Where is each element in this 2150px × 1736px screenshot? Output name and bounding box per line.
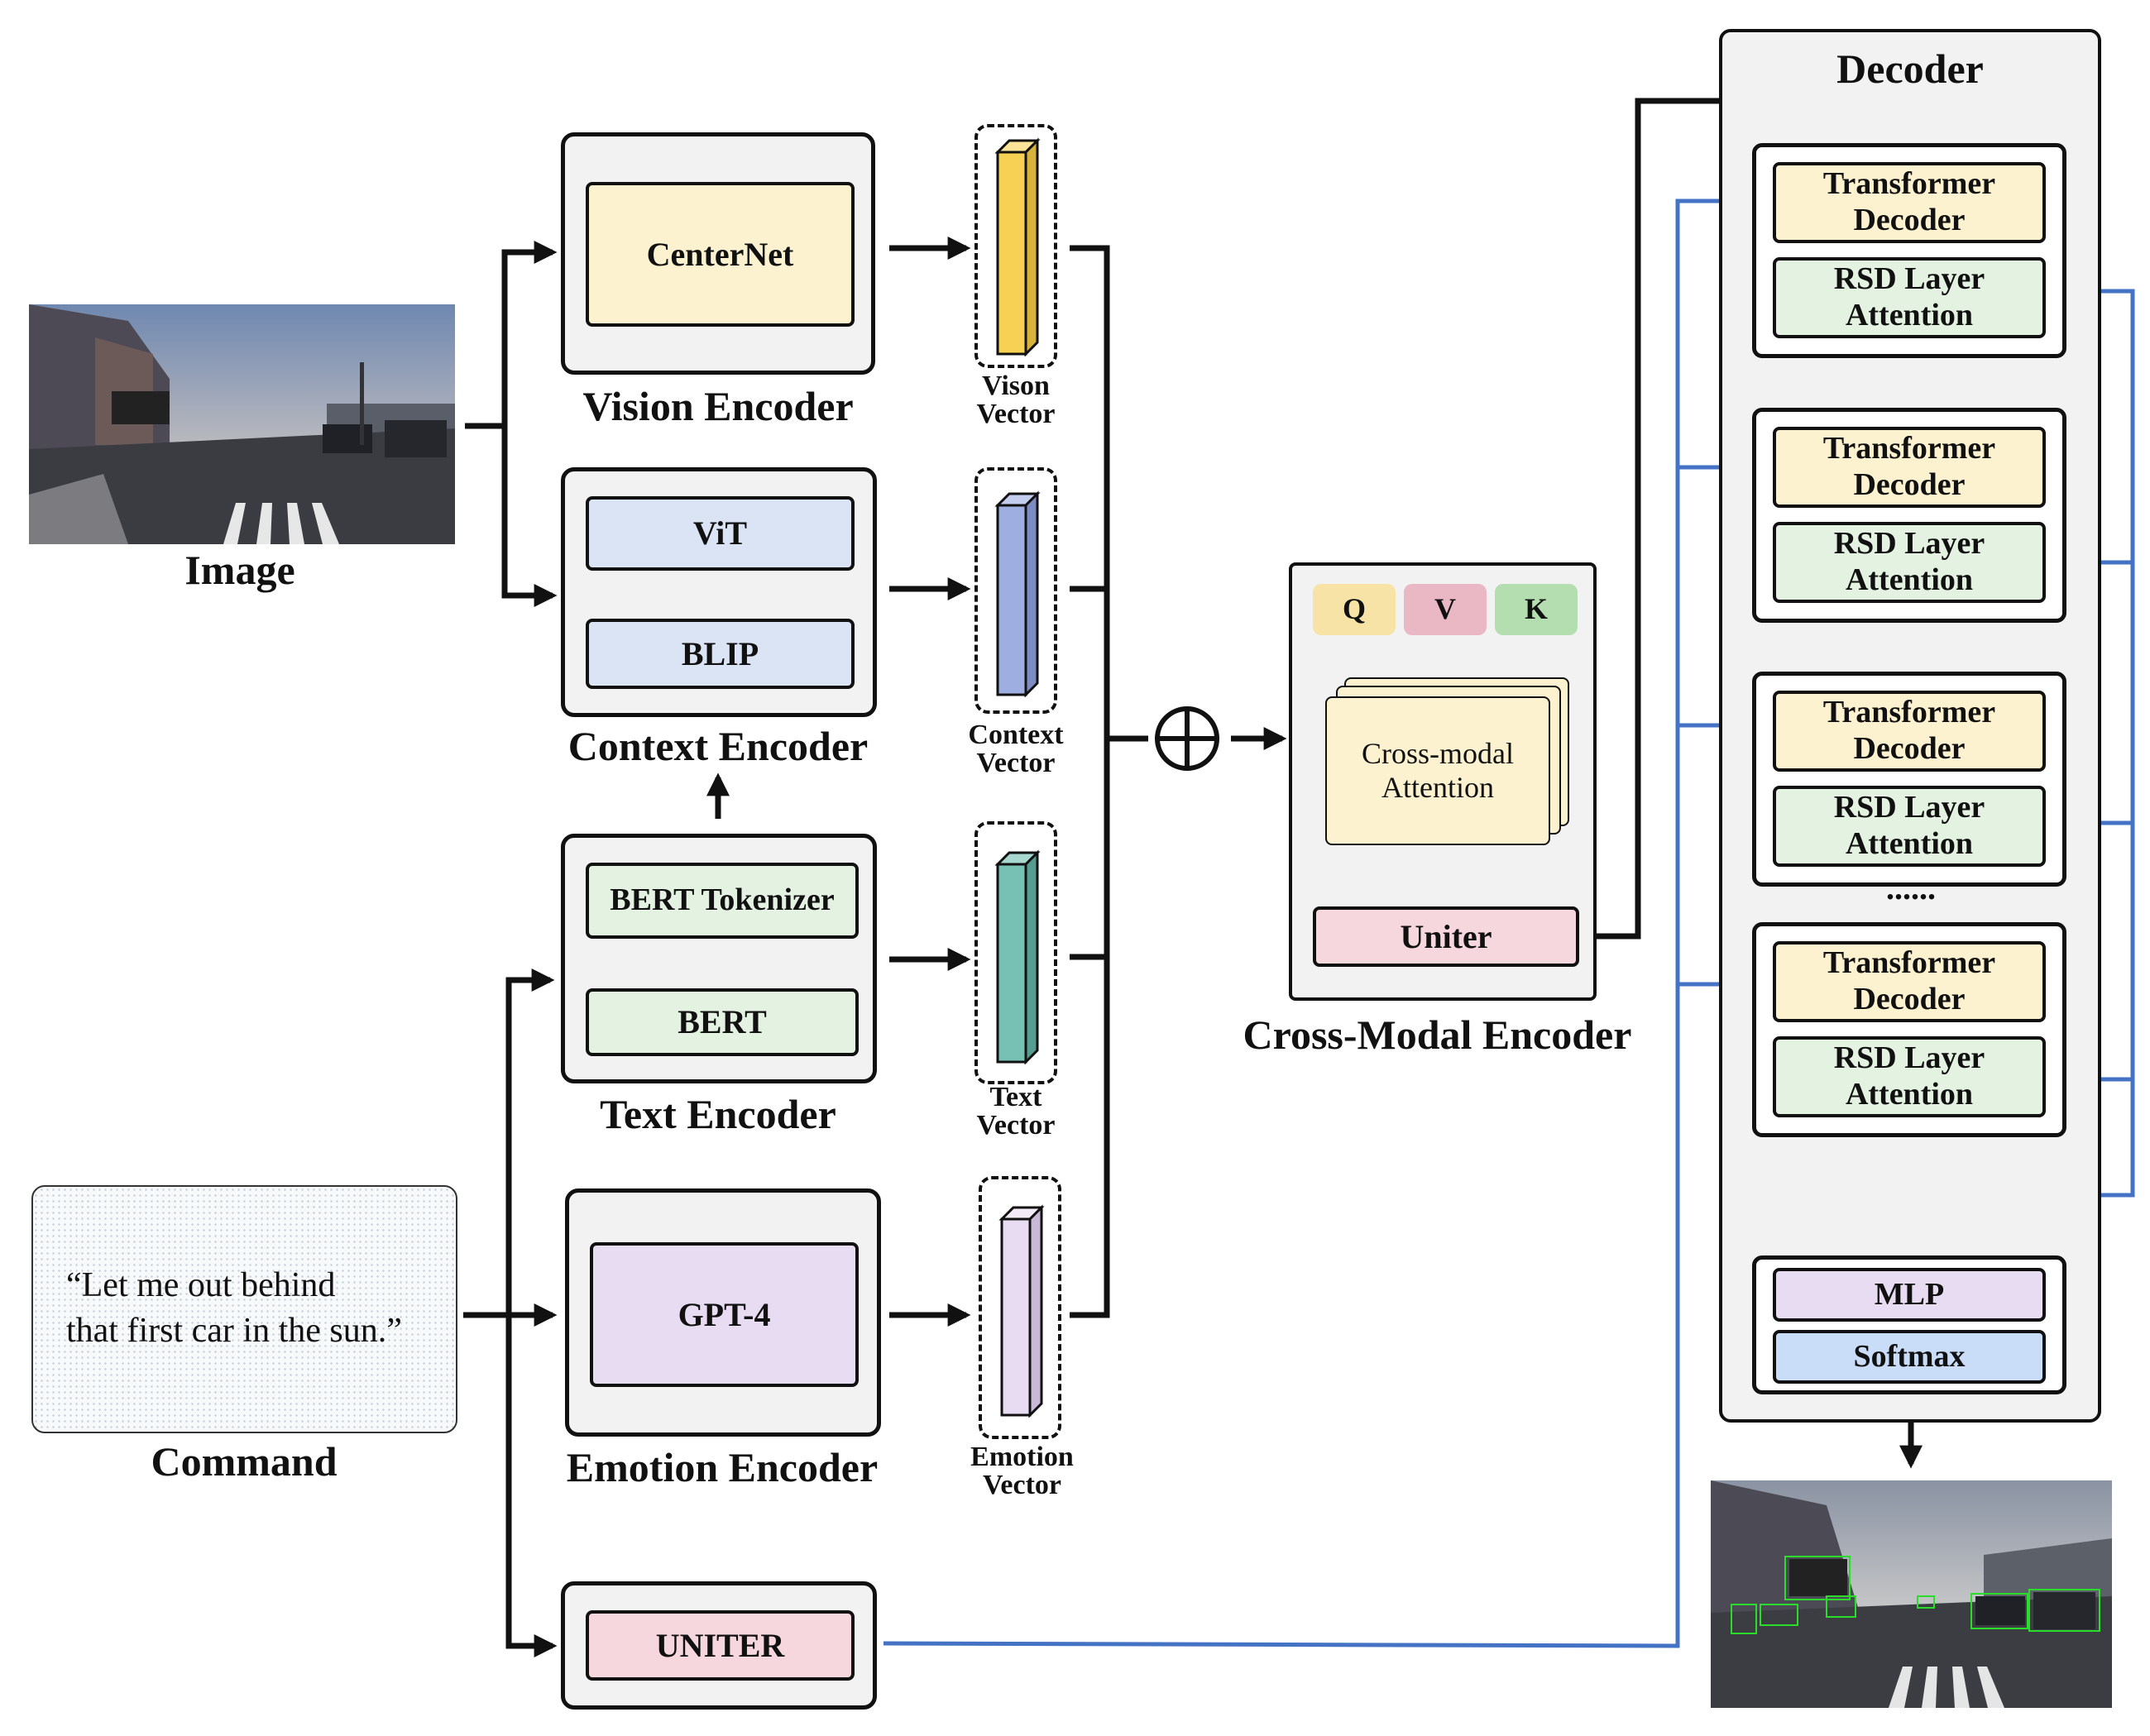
vision-encoder: CenterNet (561, 132, 875, 375)
output-image (1711, 1480, 2112, 1708)
mlp-module: MLP (1773, 1268, 2046, 1322)
mlp-softmax-block: MLP Softmax (1752, 1255, 2066, 1394)
context-vector (974, 467, 1057, 714)
context-vector-bar (994, 490, 1041, 697)
vision-vector-bar (994, 137, 1041, 356)
context-encoder-label: Context Encoder (567, 723, 869, 769)
emotion-vector (979, 1176, 1061, 1439)
image-to-encoders-line (465, 241, 558, 429)
command-box: “Let me out behind that first car in the… (31, 1185, 457, 1433)
softmax-module: Softmax (1773, 1330, 2046, 1384)
k-tag: K (1495, 584, 1578, 635)
v-tag: V (1404, 584, 1487, 635)
command-text-line1: “Let me out behind (66, 1266, 336, 1304)
uniter-encoder: UNITER (561, 1581, 877, 1710)
gpt4-module: GPT-4 (590, 1242, 859, 1387)
text-encoder-label: Text Encoder (600, 1091, 836, 1137)
emotion-encoder-label: Emotion Encoder (566, 1444, 879, 1490)
image-label: Image (184, 547, 295, 593)
vision-encoder-label: Vision Encoder (582, 383, 854, 429)
text-encoder: BERT Tokenizer BERT (561, 834, 877, 1083)
command-to-encoders-line (463, 968, 555, 1318)
emotion-vector-bar (998, 1204, 1045, 1418)
decoder-title: Decoder (1836, 45, 1984, 92)
q-tag: Q (1313, 584, 1396, 635)
text-vector-bar (994, 849, 1041, 1064)
text-vector (974, 821, 1057, 1084)
bert-tokenizer-module: BERT Tokenizer (586, 863, 859, 939)
cross-modal-attention-block: Cross-modal Attention (1325, 696, 1550, 845)
input-image (29, 304, 455, 544)
command-label: Command (151, 1438, 338, 1485)
centernet-module: CenterNet (586, 182, 855, 327)
cross-modal-encoder-label: Cross-Modal Encoder (1243, 1011, 1632, 1058)
cross-modal-uniter: Uniter (1313, 906, 1579, 967)
uniter-module: UNITER (586, 1610, 855, 1681)
vision-vector (974, 124, 1057, 368)
vit-module: ViT (586, 496, 855, 571)
blip-module: BLIP (586, 619, 855, 689)
emotion-encoder: GPT-4 (565, 1188, 881, 1437)
concat-oplus-icon (1155, 706, 1219, 771)
bert-module: BERT (586, 988, 859, 1056)
decoder-ellipsis: ...... (1886, 869, 1936, 906)
context-encoder: ViT BLIP (561, 467, 877, 717)
uniter-to-decoder-blue-line (883, 193, 1755, 1648)
cross-modal-encoder: Q V K Cross-modal Attention Uniter (1289, 562, 1597, 1001)
command-text-line2: that first car in the sun.” (66, 1312, 402, 1350)
